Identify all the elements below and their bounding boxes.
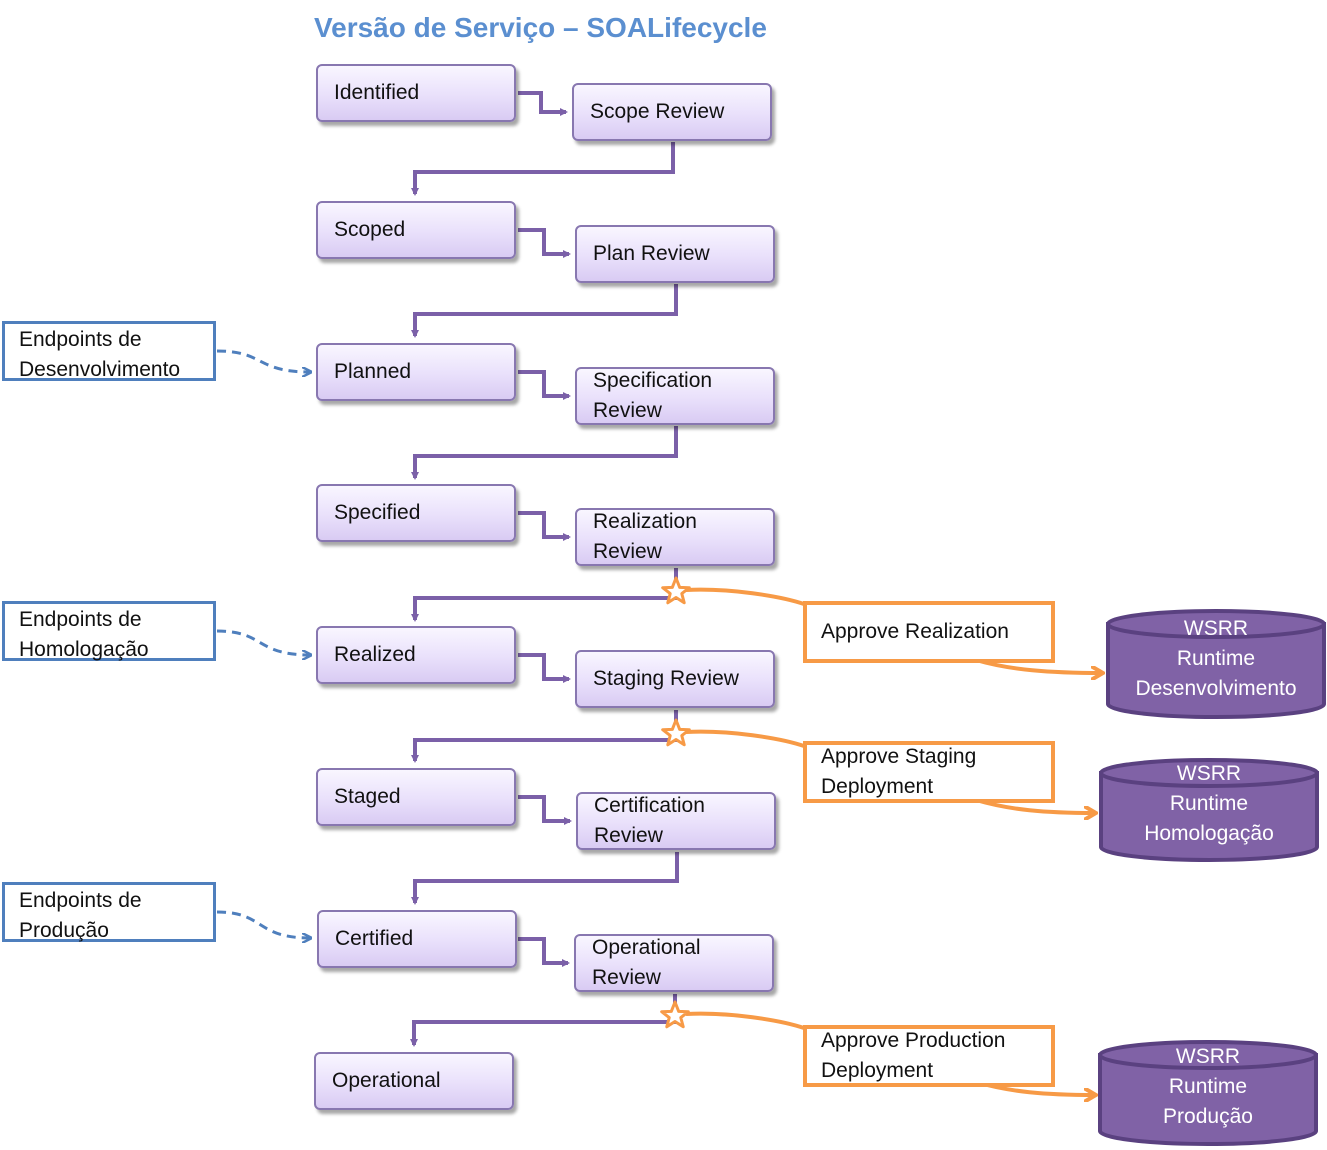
database-icon [1106,622,1326,719]
diagram-title: Versão de Serviço – SOALifecycle [314,12,767,43]
state-certified: Certified [317,910,517,968]
star-icon [661,576,691,605]
approval-stars [660,576,691,1029]
connector-certified-operational-review [518,937,570,967]
endpoint-producao: Endpoints de Produção [2,882,216,942]
curve-star-to-approve-production [685,1011,805,1030]
database-label-producao: WSRR Runtime Produção [1163,1045,1253,1128]
connector-realization-review-realized [411,568,678,622]
state-operational: Operational [314,1052,514,1110]
state-plan-review: Plan Review [575,225,775,283]
connector-certification-review-certified [411,852,679,905]
endpoint-connectors [216,349,310,938]
step-connectors [518,91,572,967]
state-specification-review: Specification Review [575,367,775,425]
state-scoped: Scoped [316,201,516,259]
state-staged: Staged [316,768,516,826]
connector-realized-staging-review [518,653,571,683]
database-label-desenvolvimento: WSRR Runtime Desenvolvimento [1135,617,1297,700]
database-wsrr-desenvolvimento [1106,609,1326,719]
state-realized: Realized [316,626,516,684]
connector-planned-specification-review [518,370,571,400]
state-specified: Specified [316,484,516,542]
connector-endpoint-desenvolvimento [216,349,310,372]
state-scope-review: Scope Review [572,83,772,141]
state-identified: Identified [316,64,516,122]
state-realization-review: Realization Review [575,508,775,566]
approval-approve-staging: Approve Staging Deployment [803,741,1055,803]
connector-specified-realization-review [518,511,571,541]
database-label-homologacao: WSRR Runtime Homologação [1144,762,1274,845]
state-staging-review: Staging Review [575,650,775,708]
connector-identified-scope-review [518,91,568,116]
endpoint-homologacao: Endpoints de Homologação [2,601,216,661]
database-icon [1099,771,1319,862]
database-wsrr-homologacao [1099,758,1319,862]
endpoint-desenvolvimento: Endpoints de Desenvolvimento [2,321,216,381]
connector-scope-review-scoped [411,142,675,196]
connector-staging-review-staged [411,710,678,763]
state-certification-review: Certification Review [576,792,776,850]
connector-endpoint-homologacao [216,629,310,655]
connector-endpoint-producao [216,910,310,938]
arrow-approve-realization-to-db [975,658,1102,673]
connector-staged-certification-review [518,795,572,825]
connector-scoped-plan-review [518,228,571,258]
database-wsrr-producao [1098,1040,1318,1146]
approval-approve-realization: Approve Realization [803,601,1055,663]
curve-star-to-approve-staging [685,729,805,748]
star-icon [660,1000,690,1029]
database-icon [1098,1053,1318,1146]
connector-operational-review-operational [410,994,677,1047]
state-operational-review: Operational Review [574,934,774,992]
star-icon [661,718,691,747]
connector-plan-review-planned [411,284,678,338]
curve-star-to-approve-realization [685,587,805,606]
approval-approve-production: Approve Production Deployment [803,1025,1055,1087]
state-planned: Planned [316,343,516,401]
connector-specification-review-specified [411,426,678,480]
